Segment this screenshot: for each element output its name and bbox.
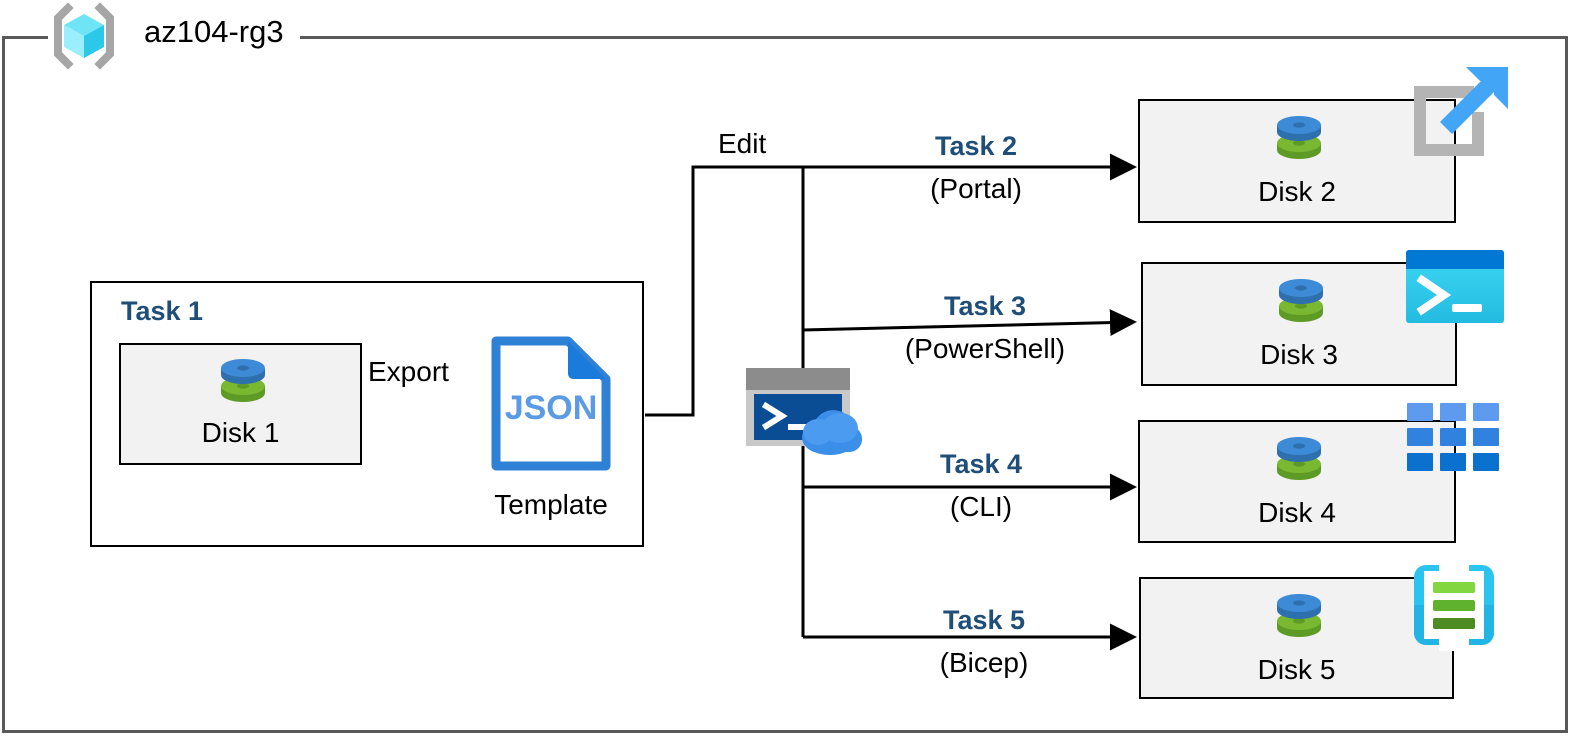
export-label: Export [368, 356, 449, 387]
disk3-caption: Disk 3 [1260, 339, 1338, 370]
disk5-box[interactable]: Disk 5 [1139, 577, 1454, 699]
managed-disk-icon [1273, 273, 1329, 329]
cloud-shell-icon[interactable] [744, 366, 864, 458]
json-file-type-label: JSON [505, 389, 598, 427]
managed-disk-icon [215, 353, 271, 409]
azure-cli-icon[interactable] [1407, 403, 1499, 473]
resource-group-frame-bottom [2, 730, 1568, 733]
edit-label: Edit [718, 128, 767, 159]
disk2-box[interactable]: Disk 2 [1138, 99, 1456, 223]
task3-tool-label: (PowerShell) [904, 333, 1066, 364]
resource-group-cube-icon [48, 2, 120, 70]
disk1-box[interactable]: Disk 1 [119, 343, 362, 465]
disk4-box[interactable]: Disk 4 [1138, 420, 1456, 543]
disk2-caption: Disk 2 [1258, 176, 1336, 207]
resource-group-name: az104-rg3 [144, 14, 284, 49]
task3-label: Task 3 [943, 291, 1027, 321]
resource-group-frame-left [2, 36, 5, 733]
powershell-icon[interactable] [1406, 250, 1504, 323]
bicep-icon[interactable] [1406, 557, 1502, 653]
task4-label: Task 4 [939, 449, 1023, 479]
disk1-caption: Disk 1 [201, 417, 280, 448]
disk4-caption: Disk 4 [1258, 497, 1336, 528]
disk5-caption: Disk 5 [1257, 654, 1336, 685]
task5-label: Task 5 [942, 605, 1026, 635]
resource-group-frame-right [1565, 36, 1568, 733]
resource-group-frame-top-left [2, 36, 48, 39]
azure-portal-icon[interactable] [1408, 62, 1516, 166]
resource-group-frame-top-right [300, 36, 1568, 39]
managed-disk-icon [1271, 110, 1327, 166]
managed-disk-icon [1271, 431, 1327, 487]
task5-tool-label: (Bicep) [939, 647, 1029, 678]
task2-tool-label: (Portal) [930, 173, 1022, 204]
template-caption: Template [494, 489, 608, 520]
disk3-box[interactable]: Disk 3 [1141, 262, 1457, 386]
managed-disk-icon [1271, 588, 1327, 644]
task1-label: Task 1 [121, 296, 204, 326]
task4-tool-label: (CLI) [949, 491, 1013, 522]
task2-label: Task 2 [934, 131, 1018, 161]
json-file-icon[interactable]: JSON [490, 335, 612, 472]
